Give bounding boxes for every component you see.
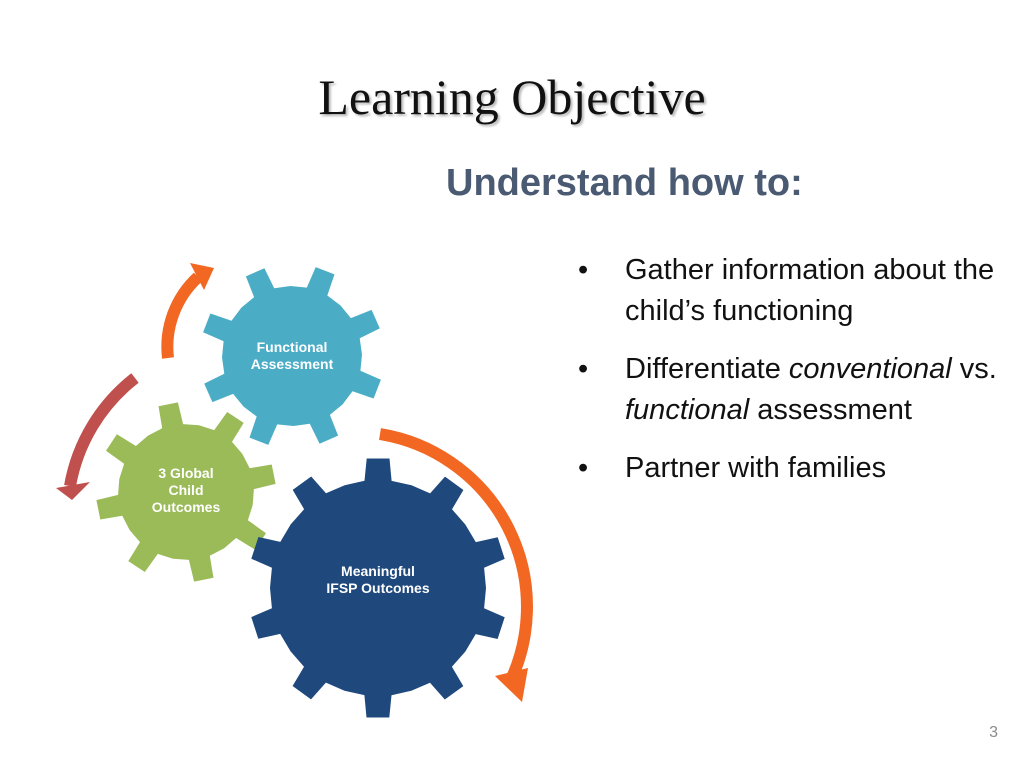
bullet-text-mid: vs.: [951, 353, 997, 385]
bullet-icon: •: [578, 353, 589, 385]
arrow-red-icon: [64, 373, 139, 488]
slide-title: Learning Objective: [318, 69, 706, 125]
functional-gear-label-line2: Assessment: [251, 356, 334, 372]
global-outcomes-gear: [96, 402, 276, 582]
bullet-emphasis-functional: functional: [625, 394, 750, 426]
bullet-icon: •: [578, 452, 589, 484]
bullet-text-post: assessment: [749, 394, 912, 426]
bullet-text: Partner with families: [625, 452, 887, 484]
bullet-text: Gather information about the child’s fun…: [625, 254, 995, 327]
arrow-orange-small-icon: [161, 272, 203, 359]
functional-gear-label-line1: Functional: [257, 339, 328, 355]
bullet-text-pre: Differentiate: [625, 353, 789, 385]
bullet-item: • Partner with families: [578, 448, 998, 489]
objective-bullet-list: • Gather information about the child’s f…: [578, 250, 998, 506]
arrow-orange-large-icon: [379, 428, 533, 689]
page-number: 3: [989, 724, 998, 741]
outcomes-gear-label-line3: Outcomes: [152, 499, 221, 515]
arrow-orange-small-head-icon: [190, 263, 214, 290]
bullet-emphasis-conventional: conventional: [788, 353, 952, 385]
ifsp-gear-label-line1: Meaningful: [341, 563, 415, 579]
ifsp-outcomes-gear: [251, 458, 505, 718]
bullet-item: • Differentiate conventional vs. functio…: [578, 349, 998, 431]
arrow-red-head-icon: [56, 482, 90, 500]
bullet-icon: •: [578, 254, 589, 286]
slide-subtitle: Understand how to:: [446, 162, 803, 204]
ifsp-gear-label-line2: IFSP Outcomes: [326, 580, 429, 596]
outcomes-gear-label-line2: Child: [169, 482, 204, 498]
functional-assessment-gear: [203, 267, 381, 445]
arrow-orange-large-head-icon: [495, 668, 528, 702]
bullet-item: • Gather information about the child’s f…: [578, 250, 998, 332]
outcomes-gear-label-line1: 3 Global: [158, 465, 213, 481]
